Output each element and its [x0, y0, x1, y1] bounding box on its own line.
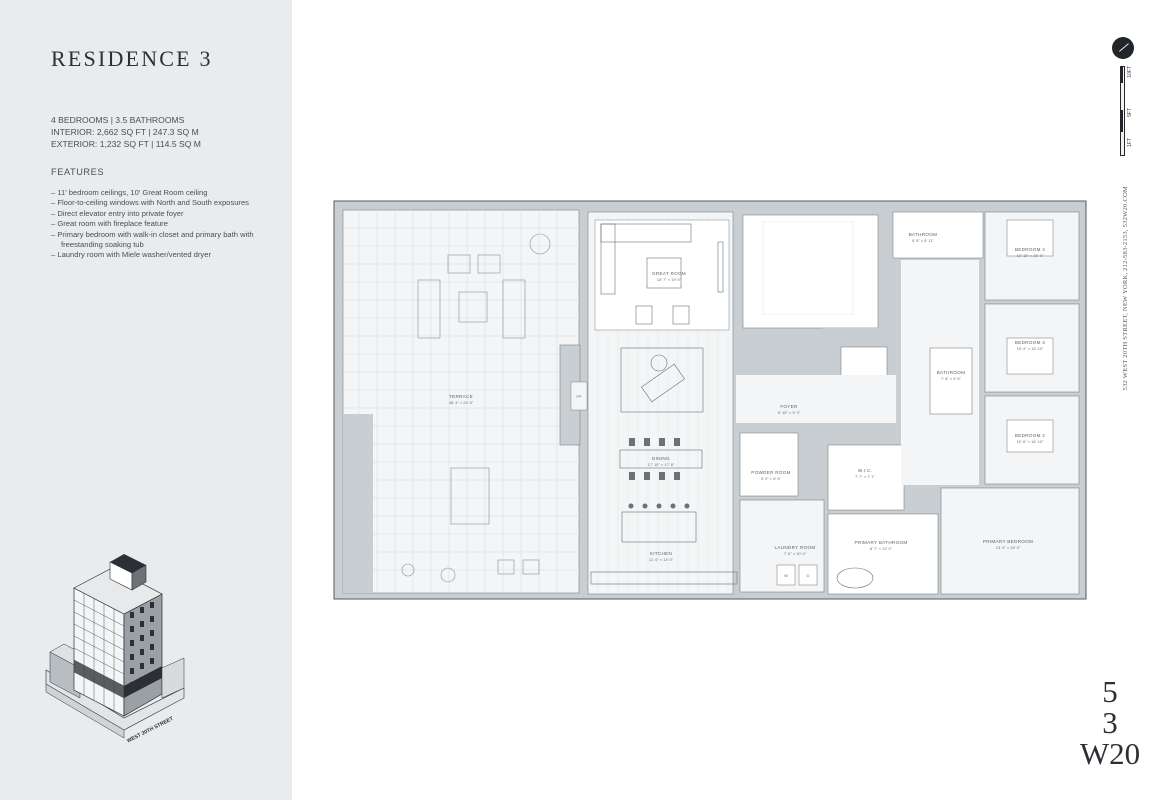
foyer: [736, 375, 896, 423]
terrace-dims: 48' 4" × 24' 5": [449, 400, 474, 405]
bedroom-4-dims: 10' 10" × 20' 9": [1017, 253, 1044, 258]
floor-plan: TERRACE 48' 4" × 24' 5" FP GREAT ROO: [333, 200, 1087, 600]
bedroom-2-label: BEDROOM 2: [1015, 433, 1045, 438]
features-heading: FEATURES: [51, 167, 105, 177]
logo-line-1: 5: [1102, 674, 1118, 709]
wic-dims: 7' 7" × 7' 1": [855, 474, 876, 479]
foyer-label: FOYER: [780, 404, 798, 409]
dining-dims: 17' 10" × 17' 6": [648, 462, 675, 467]
wic-label: W.I.C.: [858, 468, 872, 473]
kitchen-label: KITCHEN: [650, 551, 672, 556]
laundry-label: LAUNDRY ROOM: [775, 545, 816, 550]
bathroom-mid-label: BATHROOM: [937, 370, 966, 375]
feature-item: Primary bedroom with walk-in closet and …: [51, 230, 281, 251]
logo-line-3: W20: [1079, 736, 1141, 771]
feature-item: Great room with fireplace feature: [51, 219, 281, 229]
great-room-dims: 16' 7" × 19' 0": [657, 277, 682, 282]
soaking-tub: [836, 567, 874, 589]
primary-bath-dims: 8' 7" × 12' 0": [870, 546, 893, 551]
great-room-label: GREAT ROOM: [652, 271, 686, 276]
feature-item: Direct elevator entry into private foyer: [51, 209, 281, 219]
spec-exterior: EXTERIOR: 1,232 SQ FT | 114.5 SQ M: [51, 139, 201, 150]
dryer-label: D: [807, 573, 810, 578]
fireplace-label: FP: [576, 394, 581, 399]
bathroom-top-dims: 5' 5" × 8' 11": [912, 238, 935, 243]
residence-specs: 4 BEDROOMS | 3.5 BATHROOMS INTERIOR: 2,6…: [51, 114, 201, 151]
brand-logo: 5 3 W20: [1070, 676, 1150, 769]
bedroom-2-dims: 10' 6" × 16' 10": [1017, 439, 1044, 444]
spec-interior: INTERIOR: 2,662 SQ FT | 247.3 SQ M: [51, 127, 199, 138]
laundry-dims: 7' 6" × 10' 4": [784, 551, 807, 556]
terrace: [342, 209, 580, 594]
scale-label-1ft: 1FT: [1127, 138, 1133, 147]
features-list: 11' bedroom ceilings, 10' Great Room cei…: [51, 188, 281, 261]
logo-line-2: 3: [1102, 705, 1118, 740]
feature-item: 11' bedroom ceilings, 10' Great Room cei…: [51, 188, 281, 198]
primary-bathroom: [827, 513, 939, 595]
dryer: [798, 564, 818, 586]
foyer-dims: 6' 10" × 9' 3": [778, 410, 801, 415]
bathroom-top: [892, 211, 984, 259]
primary-bed-dims: 13' 0" × 16' 0": [996, 545, 1021, 550]
bathroom-mid-dims: 7' 8" × 5' 5": [941, 376, 962, 381]
bathroom-top-label: BATHROOM: [909, 232, 938, 237]
building-illustration: WEST 20TH STREET: [45, 554, 185, 744]
bedroom-3-dims: 10' 4" × 16' 10": [1017, 346, 1044, 351]
bathroom-mid: [929, 347, 973, 415]
stair-shaft: [742, 214, 879, 329]
address-contact-text: 532 WEST 20TH STREET, NEW YORK, 212-583-…: [1122, 186, 1129, 391]
feature-item: Floor-to-ceiling windows with North and …: [51, 198, 281, 208]
washer: [776, 564, 796, 586]
bedroom-3-label: BEDROOM 3: [1015, 340, 1045, 345]
powder-room-dims: 5' 0" × 6' 5": [761, 476, 782, 481]
primary-bath-label: PRIMARY BATHROOM: [854, 540, 907, 545]
bedroom-4-label: BEDROOM 4: [1015, 247, 1045, 252]
scale-label-10ft: 10FT: [1127, 66, 1133, 78]
residence-title: RESIDENCE 3: [51, 46, 213, 71]
kitchen-dims: 11' 4" × 14' 0": [649, 557, 674, 562]
walk-in-closet: [827, 444, 905, 511]
primary-bed-label: PRIMARY BEDROOM: [983, 539, 1033, 544]
great-room-area: [587, 211, 738, 595]
sidebar-panel: RESIDENCE 3 4 BEDROOMS | 3.5 BATHROOMS I…: [0, 0, 292, 800]
washer-label: W: [784, 573, 788, 578]
primary-bedroom: [940, 487, 1080, 595]
terrace-label: TERRACE: [449, 394, 473, 399]
powder-room: [739, 432, 799, 497]
powder-room-label: POWDER ROOM: [751, 470, 791, 475]
spec-bedrooms: 4 BEDROOMS | 3.5 BATHROOMS: [51, 115, 185, 125]
feature-item: Laundry room with Miele washer/vented dr…: [51, 250, 281, 260]
scale-label-5ft: 5FT: [1127, 108, 1133, 117]
north-compass-icon: [1112, 37, 1134, 59]
dining-label: DINING: [652, 456, 670, 461]
